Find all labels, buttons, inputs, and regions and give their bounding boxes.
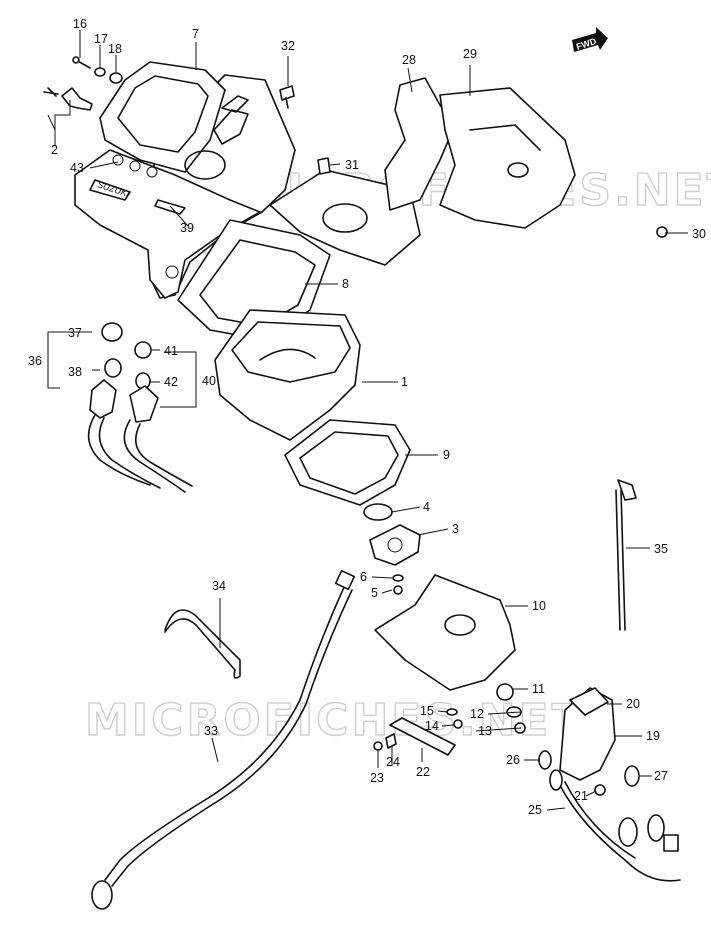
- bulb-part-27: [624, 765, 640, 787]
- washer-part-6: [392, 574, 404, 582]
- callout-6: 6: [360, 570, 367, 584]
- screw-part-32: [279, 85, 295, 109]
- callout-4: 4: [423, 500, 430, 514]
- callout-31: 31: [345, 158, 359, 172]
- callout-40: 40: [202, 374, 216, 388]
- bolt-part-2: [43, 87, 93, 111]
- callout-22: 22: [416, 765, 430, 779]
- callout-3: 3: [452, 522, 459, 536]
- bracket-plate-part: [269, 157, 421, 266]
- socket-harness-40: [123, 385, 193, 493]
- bulb-part-26: [538, 750, 552, 770]
- meter-cover-part: [74, 61, 296, 299]
- callout-10: 10: [532, 599, 546, 613]
- washer-part-15: [446, 708, 458, 716]
- screw-part-23: [373, 741, 383, 751]
- screw-part-30: [656, 226, 668, 238]
- callout-11: 11: [532, 682, 545, 696]
- callout-30: 30: [692, 227, 706, 241]
- clip-part-24: [385, 733, 397, 749]
- callout-32: 32: [281, 39, 295, 53]
- callout-15: 15: [420, 704, 434, 718]
- callout-25: 25: [528, 803, 542, 817]
- callout-7: 7: [192, 27, 199, 41]
- callout-20: 20: [626, 697, 640, 711]
- callout-19: 19: [646, 729, 660, 743]
- callout-24: 24: [386, 755, 400, 769]
- bulb-part-38: [104, 358, 122, 378]
- callout-2: 2: [51, 143, 58, 157]
- callout-35: 35: [654, 542, 668, 556]
- screw-part-14: [453, 719, 463, 729]
- callout-38: 38: [68, 365, 82, 379]
- screw-part-5: [393, 585, 403, 595]
- callout-28: 28: [402, 53, 416, 67]
- bulb-part-41: [134, 341, 152, 359]
- callout-21: 21: [574, 789, 588, 803]
- callout-29: 29: [463, 47, 477, 61]
- callout-16: 16: [73, 17, 87, 31]
- socket-harness-36: [87, 379, 161, 489]
- watermark-lower: MICROFICHES.NET: [85, 695, 585, 746]
- callout-18: 18: [108, 42, 122, 56]
- callout-39: 39: [180, 221, 194, 235]
- clip-part-34: [164, 609, 241, 679]
- callout-9: 9: [443, 448, 450, 462]
- drive-part-3: [369, 524, 421, 566]
- speedometer-cable-part-33: [91, 569, 356, 910]
- harness-part-25: [549, 769, 681, 882]
- plate-part-22: [389, 717, 456, 756]
- callout-8: 8: [342, 277, 349, 291]
- band-part-35: [615, 479, 637, 631]
- screw-washers-16-18: [72, 56, 123, 84]
- callout-26: 26: [506, 753, 520, 767]
- callout-23: 23: [370, 771, 384, 785]
- callout-labels: 1 2 3 4 5 6 7 8 9 10 11 12 13 14 15 16 1…: [28, 17, 706, 817]
- callout-5: 5: [371, 586, 378, 600]
- callout-27: 27: [654, 769, 668, 783]
- callout-34: 34: [212, 579, 226, 593]
- stay-bracket-part-28: [384, 77, 456, 211]
- bracket-part-10: [374, 574, 516, 691]
- callout-42: 42: [164, 375, 178, 389]
- callout-36: 36: [28, 354, 42, 368]
- grommet-part-21: [594, 784, 606, 796]
- gasket-part-8: [177, 219, 331, 341]
- cover-part-20: [569, 687, 609, 716]
- callout-33: 33: [204, 724, 218, 738]
- callout-37: 37: [68, 326, 82, 340]
- grommet-part-11: [496, 683, 514, 701]
- lower-cover-part-29: [439, 87, 576, 229]
- bulb-part-37: [101, 322, 123, 342]
- callout-1: 1: [401, 375, 408, 389]
- callout-14: 14: [425, 719, 439, 733]
- callout-13: 13: [478, 724, 492, 738]
- callout-43: 43: [70, 161, 84, 175]
- callout-17: 17: [94, 32, 108, 46]
- holder-part-9: [284, 419, 411, 506]
- callout-12: 12: [470, 707, 484, 721]
- o-ring-part-4: [363, 503, 393, 521]
- speedometer-part-1: [214, 309, 361, 441]
- callout-41: 41: [164, 344, 178, 358]
- fwd-arrow-icon: FWD: [572, 27, 608, 52]
- leader-lines: [47, 30, 688, 811]
